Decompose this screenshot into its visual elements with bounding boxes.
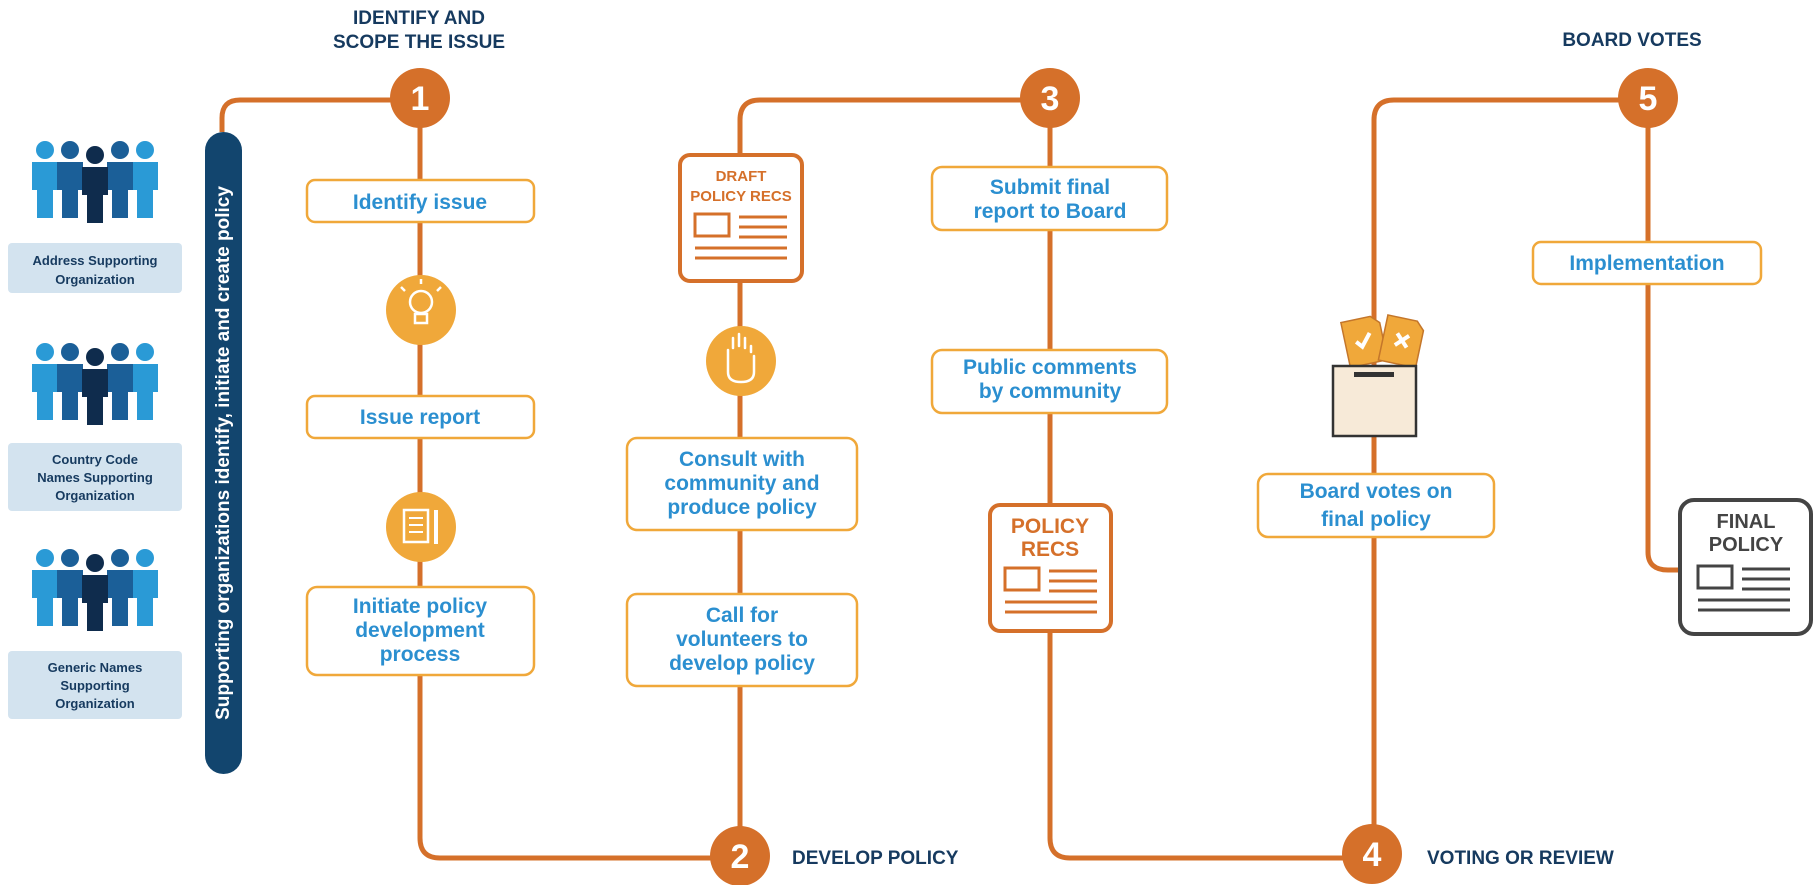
ballot-box-icon <box>1331 314 1425 438</box>
phase3-badge: 3 <box>1020 68 1080 128</box>
step-label-line2: development <box>355 619 485 642</box>
phase2-badge: 2 <box>710 826 770 885</box>
step-label-line1: Implementation <box>1569 252 1724 275</box>
step-label-line3: produce policy <box>667 496 817 519</box>
step-initiate-policy: Initiate policy development process <box>305 585 536 677</box>
step-label-line3: process <box>380 643 461 666</box>
step-label-line3: develop policy <box>669 652 815 675</box>
step-call-volunteers: Call for volunteers to develop policy <box>625 592 859 688</box>
org-label-line2: Names Supporting <box>37 470 153 485</box>
phase1-title-line2: SCOPE THE ISSUE <box>333 32 505 53</box>
org-generic-names: Generic Names Supporting Organization <box>8 549 182 719</box>
org-label-line1: Generic Names <box>48 660 143 675</box>
document-label-line1: POLICY <box>1011 515 1089 538</box>
document-label-line2: POLICY <box>1709 534 1784 556</box>
step-board-votes: Board votes on final policy <box>1256 472 1496 539</box>
step-issue-report: Issue report <box>305 394 536 440</box>
org-label-line1: Address Supporting <box>33 253 158 268</box>
phase2-title: DEVELOP POLICY <box>792 848 959 869</box>
org-label-line3: Organization <box>55 696 135 711</box>
step-label-line2: report to Board <box>974 200 1127 223</box>
step-label-line2: by community <box>979 380 1122 403</box>
phase3-number: 3 <box>1041 80 1060 118</box>
step-label-line1: Initiate policy <box>353 595 488 618</box>
step-identify-issue: Identify issue <box>305 178 536 224</box>
phase1-title-line1: IDENTIFY AND <box>353 8 485 29</box>
vertical-banner: Supporting organizations identify, initi… <box>205 132 242 774</box>
phase5-badge: 5 <box>1618 68 1678 128</box>
document-label-line1: DRAFT <box>716 168 767 185</box>
step-implementation: Implementation <box>1531 240 1763 286</box>
final-policy-document: FINAL POLICY <box>1678 498 1813 636</box>
phase4-title: VOTING OR REVIEW <box>1427 848 1614 869</box>
draft-policy-recs-document: DRAFT POLICY RECS <box>678 153 804 283</box>
step-label-line2: final policy <box>1321 508 1431 531</box>
notepad-pen-icon <box>386 492 456 562</box>
vertical-banner-label: Supporting organizations identify, initi… <box>213 186 234 720</box>
org-address-supporting: Address Supporting Organization <box>8 141 182 293</box>
lightbulb-icon <box>386 275 456 345</box>
org-label-line2: Supporting <box>60 678 129 693</box>
org-label-box <box>8 243 182 293</box>
step-consult: Consult with community and produce polic… <box>625 436 859 532</box>
step-label-line1: Submit final <box>990 176 1110 199</box>
policy-recs-document: POLICY RECS <box>988 503 1113 633</box>
step-label-line1: Board votes on <box>1300 480 1453 503</box>
org-label-box <box>8 443 182 511</box>
step-label-line1: Identify issue <box>353 191 487 214</box>
phase1-number: 1 <box>411 80 430 118</box>
document-label-line2: RECS <box>1021 538 1079 561</box>
step-label-line1: Call for <box>706 604 778 627</box>
people-group-icon <box>32 343 158 425</box>
org-country-code-names: Country Code Names Supporting Organizati… <box>8 343 182 511</box>
document-label-line2: POLICY RECS <box>690 188 791 205</box>
org-label-box <box>8 651 182 719</box>
step-label-line1: Issue report <box>360 406 480 429</box>
org-label-line1: Country Code <box>52 452 138 467</box>
phase2-number: 2 <box>731 838 750 876</box>
step-label-line1: Consult with <box>679 448 805 471</box>
step-label-line1: Public comments <box>963 356 1137 379</box>
raised-hand-icon <box>706 326 776 396</box>
phase4-badge: 4 <box>1342 824 1402 884</box>
people-group-icon <box>32 141 158 223</box>
step-label-line2: community and <box>664 472 819 495</box>
step-submit-report: Submit final report to Board <box>930 165 1169 232</box>
phase4-number: 4 <box>1363 836 1382 874</box>
step-public-comments: Public comments by community <box>930 348 1169 415</box>
document-label-line1: FINAL <box>1717 511 1776 533</box>
step-label-line2: volunteers to <box>676 628 808 651</box>
org-label-line2: Organization <box>55 272 135 287</box>
phase5-number: 5 <box>1639 80 1658 118</box>
people-group-icon <box>32 549 158 631</box>
org-label-line3: Organization <box>55 488 135 503</box>
phase1-badge: 1 <box>390 68 450 128</box>
phase5-title: BOARD VOTES <box>1562 30 1701 51</box>
